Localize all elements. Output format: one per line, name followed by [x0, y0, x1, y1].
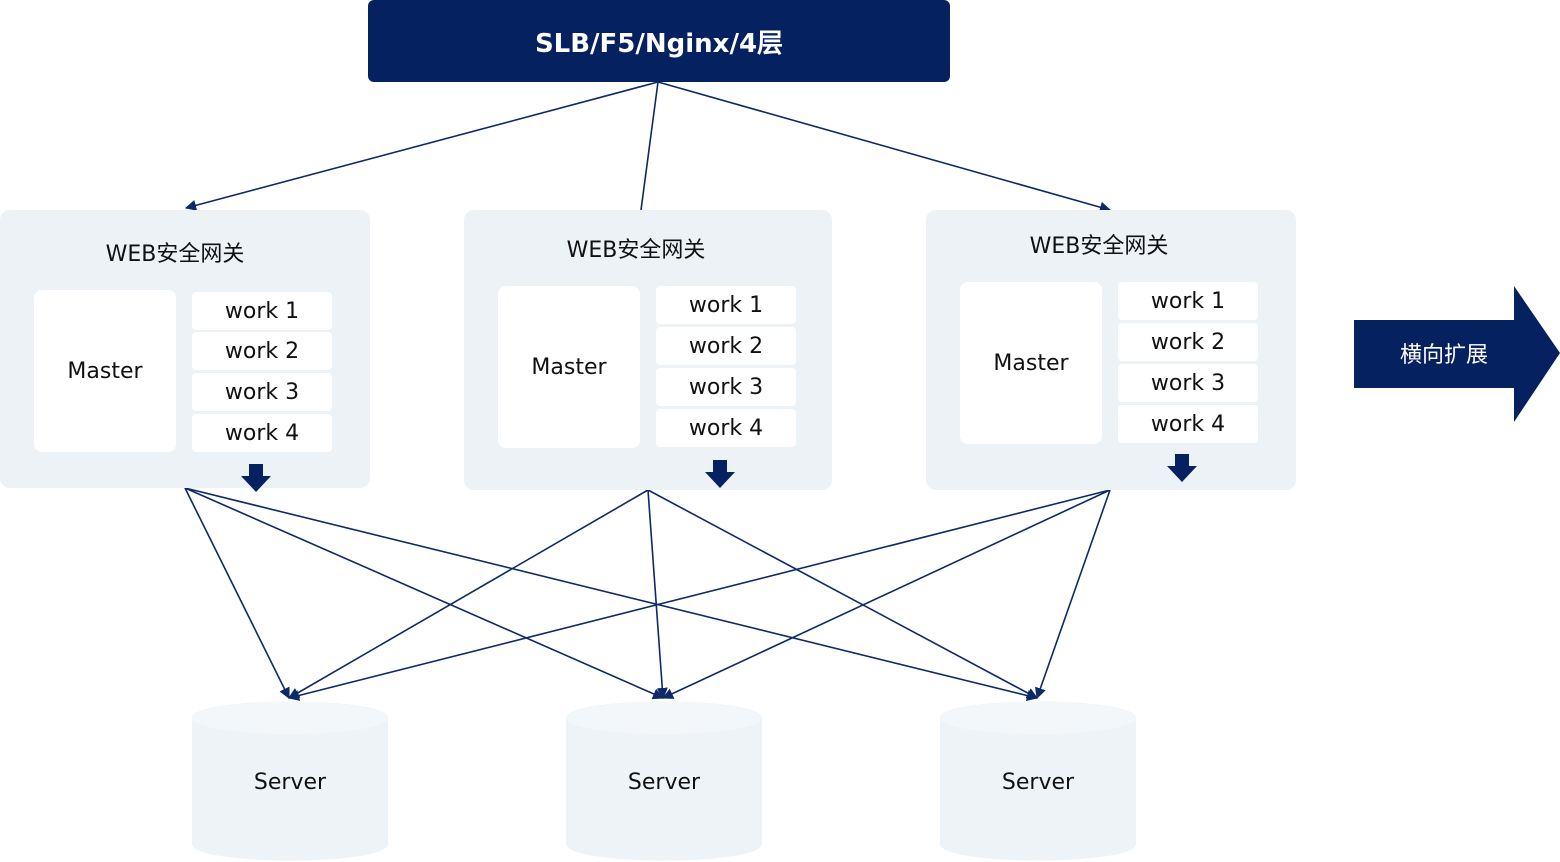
gw1-to-server-3-line — [184, 487, 1039, 702]
lb-to-gateway-3-line — [657, 81, 1112, 213]
gateway-2: WEB安全网关 Master work 1 work 2 work 3 work… — [464, 210, 832, 490]
worker-1: work 1 — [192, 292, 332, 330]
server-2-cylinder — [566, 701, 762, 861]
gw3-to-server-2-line — [661, 489, 1111, 699]
expand-label: 横向扩展 — [1399, 343, 1488, 368]
down-arrow-icon — [241, 464, 271, 492]
gw1-to-server-1-line — [184, 487, 290, 700]
worker-2: work 2 — [192, 332, 332, 370]
server-3-cylinder — [940, 701, 1136, 861]
gw2-to-server-1-line — [288, 489, 649, 699]
down-arrow-icon — [705, 460, 735, 488]
server-1-label: Server — [253, 770, 327, 795]
worker-2: work 2 — [656, 327, 796, 365]
gateway-title: WEB安全网关 — [105, 242, 245, 267]
gw2-to-server-2-line — [647, 489, 668, 700]
worker-1: work 1 — [1118, 282, 1258, 320]
master-node: Master — [498, 286, 640, 448]
server-2-label: Server — [627, 770, 701, 795]
worker-3: work 3 — [656, 368, 796, 406]
load-balancer-box: SLB/F5/Nginx/4层 — [368, 0, 950, 82]
server-3-label: Server — [1001, 770, 1075, 795]
master-node: Master — [960, 282, 1102, 444]
gw3-to-server-3-line — [1035, 489, 1111, 700]
gateway-3: WEB安全网关 Master work 1 work 2 work 3 work… — [926, 210, 1296, 490]
worker-3: work 3 — [192, 373, 332, 411]
worker-2: work 2 — [1118, 323, 1258, 361]
gw2-to-server-3-line — [647, 489, 1038, 699]
lb-to-gateway-2-line — [640, 81, 659, 211]
worker-4: work 4 — [192, 414, 332, 452]
master-node: Master — [34, 290, 176, 452]
gateway-title: WEB安全网关 — [566, 238, 706, 263]
gateway-1: WEB安全网关 Master work 1 work 2 work 3 work… — [0, 210, 370, 492]
worker-4: work 4 — [1118, 405, 1258, 443]
gw3-to-server-1-line — [287, 489, 1111, 701]
worker-4: work 4 — [656, 409, 796, 447]
down-arrow-icon — [1167, 454, 1197, 482]
server-1-cylinder — [192, 701, 388, 861]
lb-to-gateway-1-line — [184, 81, 659, 211]
load-balancer-label: SLB/F5/Nginx/4层 — [534, 28, 784, 59]
worker-1: work 1 — [656, 286, 796, 324]
worker-3: work 3 — [1118, 364, 1258, 402]
expand-arrow-icon — [1354, 286, 1560, 422]
gw1-to-server-2-line — [184, 487, 665, 700]
gateway-title: WEB安全网关 — [1029, 234, 1169, 259]
